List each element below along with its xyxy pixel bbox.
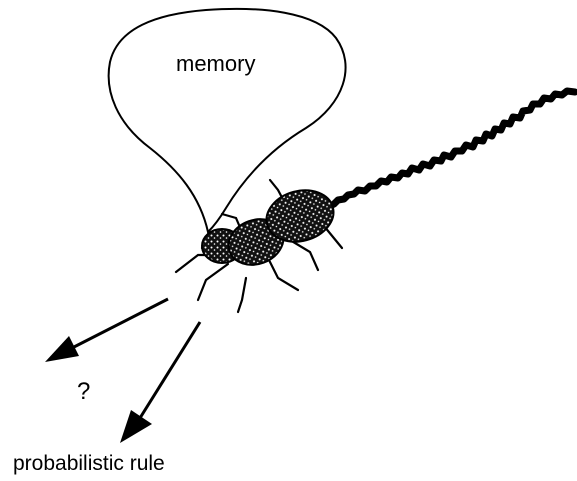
probabilistic-rule-label: probabilistic rule xyxy=(13,452,165,475)
ant-icon xyxy=(174,178,344,314)
ant-abdomen xyxy=(265,189,335,243)
arrow-unknown-shaft xyxy=(71,297,169,350)
arrow-rule-head xyxy=(120,410,152,443)
memory-label: memory xyxy=(176,51,256,76)
unknown-choice-label: ? xyxy=(77,378,91,405)
arrow-rule-shaft xyxy=(138,321,202,419)
memory-bubble xyxy=(107,7,347,234)
pheromone-trail xyxy=(324,87,577,211)
arrow-unknown-head xyxy=(45,336,79,362)
